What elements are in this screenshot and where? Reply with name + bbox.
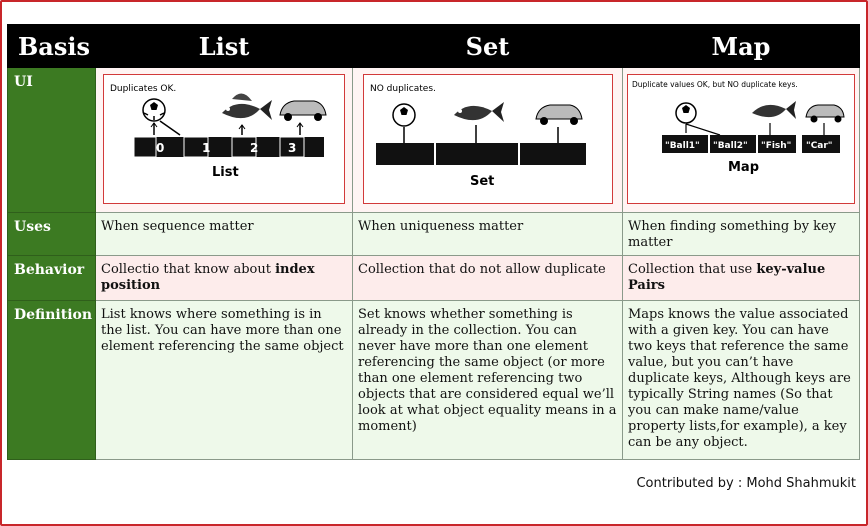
header-basis: Basis: [7, 24, 96, 68]
fish-icon: [752, 101, 796, 119]
behavior-map-bold: key-value Pairs: [628, 262, 826, 293]
fish-icon: [453, 102, 504, 122]
map-caption: Duplicate values OK, but NO duplicate ke…: [632, 80, 798, 89]
cell-ui-set: NO duplicates.: [352, 67, 623, 213]
list-index-1: 1: [202, 141, 210, 155]
cell-definition-set: Set knows whether something is already i…: [352, 300, 623, 460]
row-behavior: Behavior Collectio that know about index…: [7, 255, 860, 301]
map-key-boxes: "Ball1" "Ball2" "Fish" "Car": [662, 135, 840, 153]
cell-uses-set: When uniqueness matter: [352, 212, 623, 256]
row-label-uses: Uses: [7, 212, 96, 256]
header-list: List: [95, 24, 353, 68]
row-label-ui: UI: [7, 67, 96, 213]
row-label-definition: Definition: [7, 300, 96, 460]
set-diagram-title: Set: [470, 174, 494, 189]
list-caption: Duplicates OK.: [110, 84, 176, 94]
fish-icon: [222, 93, 272, 120]
list-index-2: 2: [250, 141, 258, 155]
map-key-3: "Car": [806, 141, 833, 151]
header-row: Basis List Set Map: [7, 24, 860, 68]
map-key-0: "Ball1": [665, 141, 700, 151]
cell-uses-map: When finding something by key matter: [622, 212, 860, 256]
comparison-table: Basis List Set Map UI Duplicates OK.: [7, 24, 860, 460]
cell-behavior-set: Collection that do not allow duplicate: [352, 255, 623, 301]
cell-definition-map: Maps knows the value associated with a g…: [622, 300, 860, 460]
row-label-behavior: Behavior: [7, 255, 96, 301]
cell-uses-list: When sequence matter: [95, 212, 353, 256]
list-index-3: 3: [288, 141, 296, 155]
behavior-list-text: Collectio that know about: [101, 262, 276, 277]
row-ui: UI Duplicates OK.: [7, 67, 860, 213]
header-set: Set: [352, 24, 623, 68]
map-key-1: "Ball2": [713, 141, 748, 151]
ball-icon: [675, 102, 697, 124]
row-definition: Definition List knows where something is…: [7, 300, 860, 460]
cell-behavior-map: Collection that use key-value Pairs: [622, 255, 860, 301]
row-uses: Uses When sequence matter When uniquenes…: [7, 212, 860, 256]
index-boxes: 0 1 2 3: [133, 136, 324, 158]
car-icon: [534, 104, 583, 125]
set-boxes: [375, 143, 586, 165]
list-diagram-title: List: [212, 165, 239, 180]
cell-ui-map: Duplicate values OK, but NO duplicate ke…: [622, 67, 860, 213]
set-caption: NO duplicates.: [370, 84, 436, 94]
list-diagram: Duplicates OK.: [103, 74, 345, 204]
car-icon: [279, 100, 327, 121]
header-map: Map: [622, 24, 860, 68]
cell-ui-list: Duplicates OK.: [95, 67, 353, 213]
behavior-map-text: Collection that use: [628, 262, 757, 277]
list-index-0: 0: [156, 141, 164, 155]
credit-text: Contributed by : Mohd Shahmukit: [636, 476, 856, 491]
behavior-list-bold: index position: [101, 262, 315, 293]
set-diagram: NO duplicates.: [362, 74, 613, 204]
map-diagram: Duplicate values OK, but NO duplicate ke…: [627, 74, 855, 204]
car-icon: [805, 104, 845, 123]
cell-definition-list: List knows where something is in the lis…: [95, 300, 353, 460]
ball-icon: [391, 103, 416, 127]
ball-icon: [142, 98, 166, 122]
cell-behavior-list: Collectio that know about index position: [95, 255, 353, 301]
map-diagram-title: Map: [728, 160, 759, 175]
map-key-2: "Fish": [761, 141, 791, 151]
